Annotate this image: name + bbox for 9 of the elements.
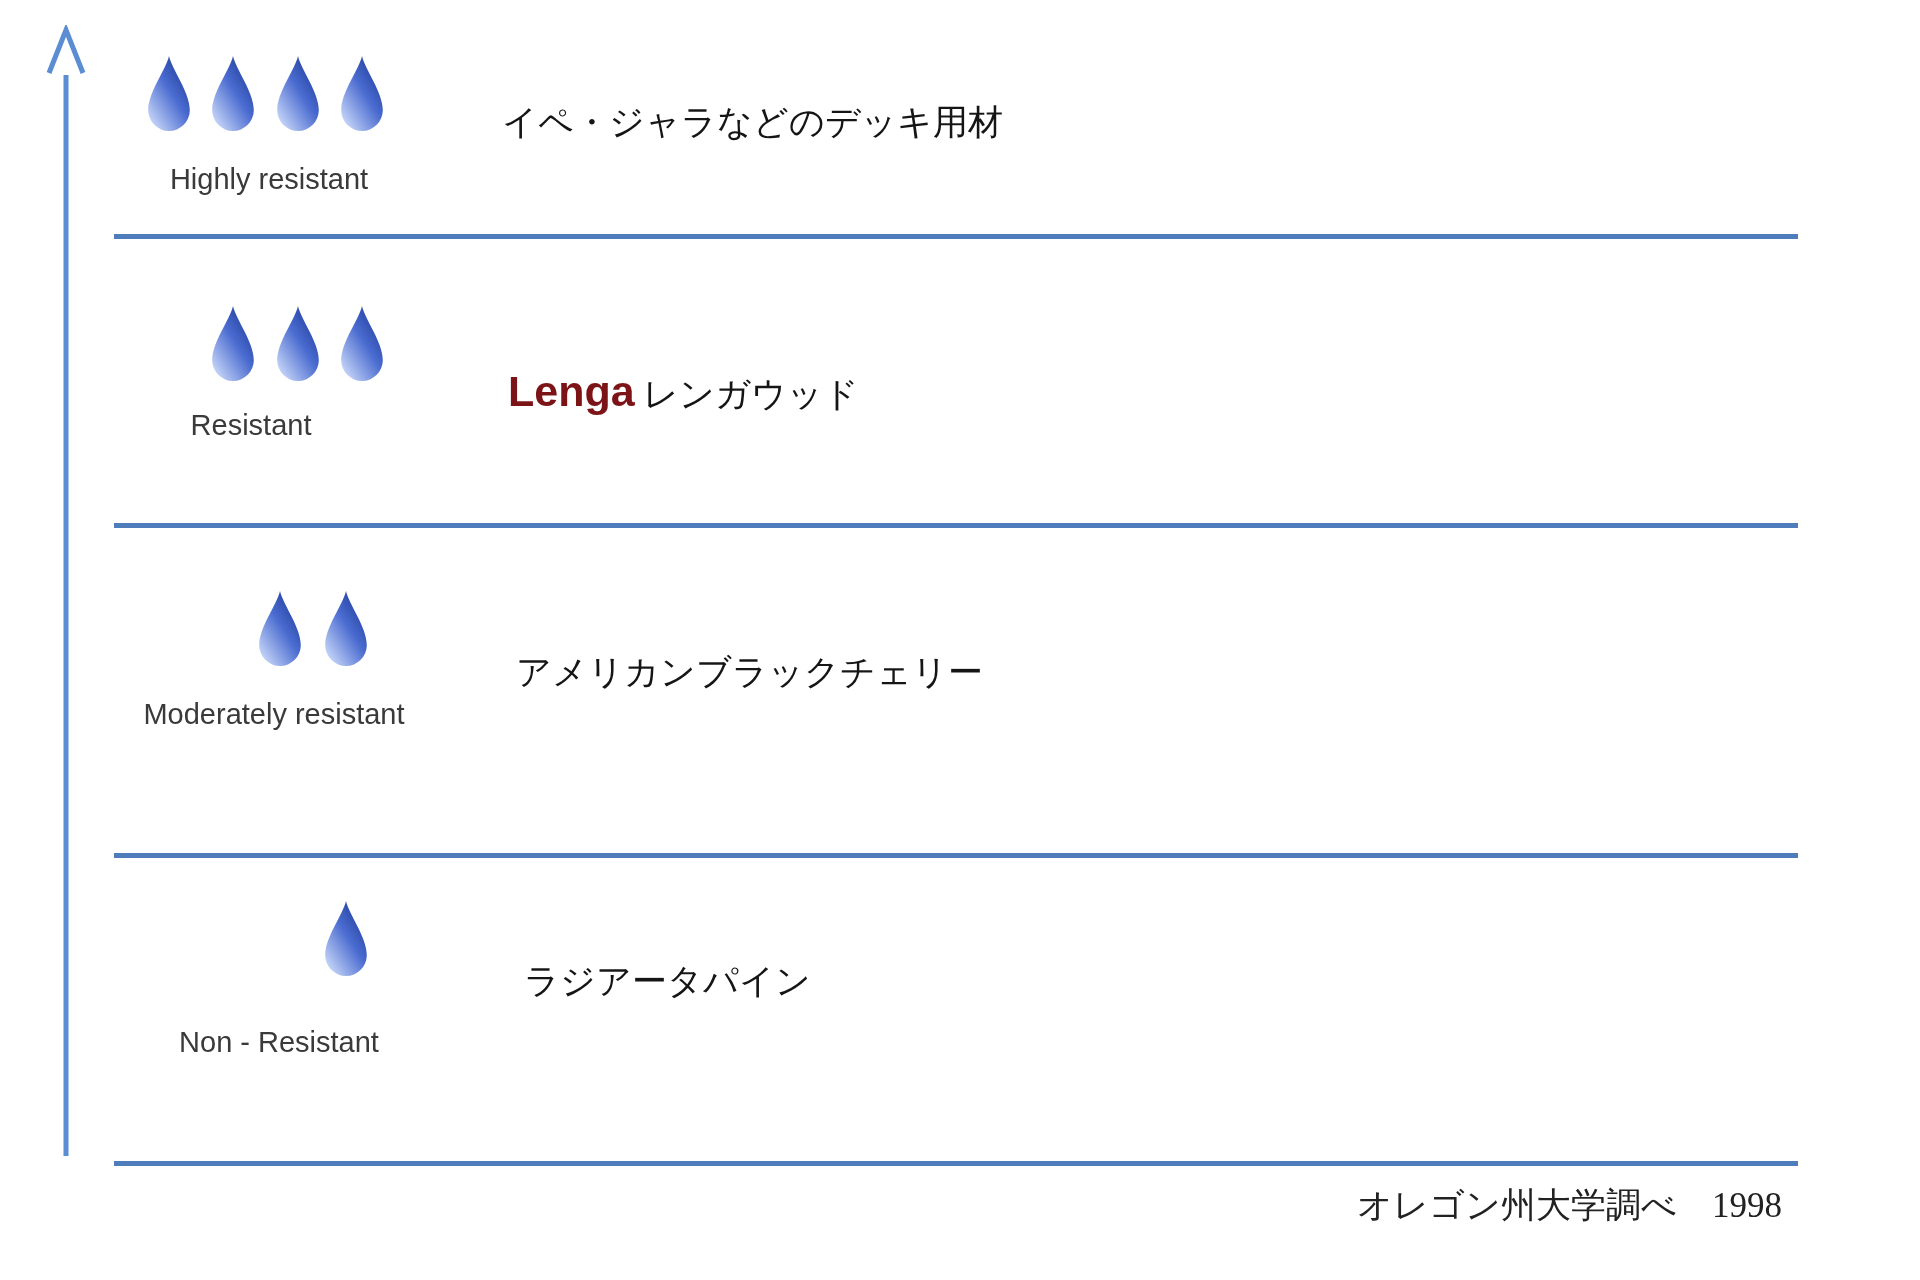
- species-label: アメリカンブラックチェリー: [516, 652, 983, 694]
- grade-label: Highly resistant: [169, 163, 369, 197]
- grade-label: Moderately resistant: [143, 698, 405, 732]
- grade-label: Resistant: [190, 409, 312, 443]
- grade-label: Non - Resistant: [179, 1026, 379, 1060]
- source-note: オレゴン州大学調べ 1998: [1357, 1185, 1782, 1227]
- species-label: イペ・ジャラなどのデッキ用材: [502, 102, 1003, 144]
- species-label: Lenga レンガウッド: [508, 367, 860, 417]
- species-label: ラジアータパイン: [524, 961, 811, 1003]
